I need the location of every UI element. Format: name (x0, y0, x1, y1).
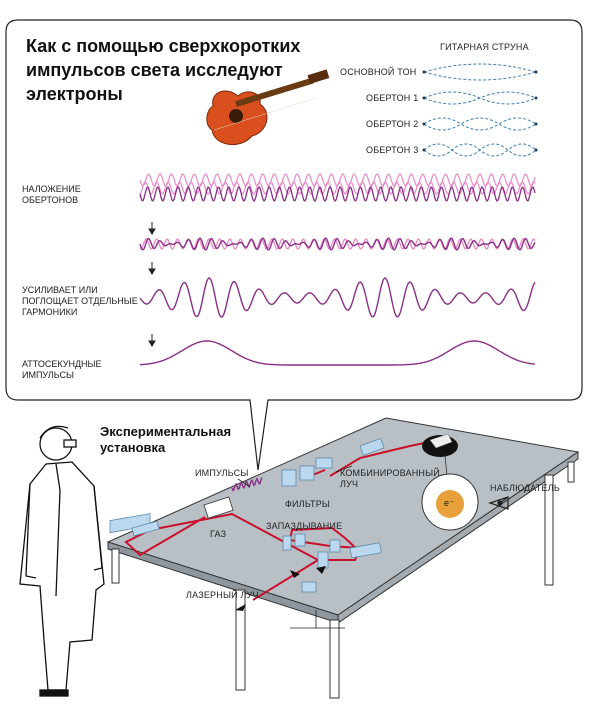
step-overlap-label: НАЛОЖЕНИЕ ОБЕРТОНОВ (22, 184, 81, 205)
lab-table (106, 417, 580, 699)
gas-label: ГАЗ (210, 529, 227, 539)
string-header: ГИТАРНАЯ СТРУНА (440, 42, 529, 52)
string-modes (423, 63, 537, 157)
detector (421, 433, 479, 531)
laser-beam-label: ЛАЗЕРНЫЙ ЛУЧ (186, 590, 259, 600)
observer-label: НАБЛЮДАТЕЛЬ (490, 483, 560, 493)
page-title: Как с помощью сверхкоротких импульсов св… (26, 36, 301, 104)
overtone-wave-purple (139, 185, 536, 203)
gas-cell (203, 496, 234, 519)
eye-icon (488, 496, 509, 510)
optical-components (109, 437, 385, 593)
guitar-illustration (206, 69, 330, 145)
sum-wave (139, 237, 536, 251)
step-pulses-label: АТТОСЕКУНДНЫЕ ИМПУЛЬСЫ (22, 359, 102, 380)
sum-wave-pink (139, 238, 536, 250)
attosecond-pulse-wave (140, 340, 536, 366)
mode-label-2: ОБЕРТОН 2 (366, 119, 419, 129)
mode-label-0: ОСНОВНОЙ ТОН (340, 67, 417, 77)
impulses-label: ИМПУЛЬСЫ (195, 468, 249, 478)
setup-title: Экспериментальная установка (100, 424, 232, 455)
string-endpoints (422, 70, 538, 152)
filtered-wave (139, 277, 536, 318)
step-amplify-label: УСИЛИВАЕТ ИЛИ ПОГЛОЩАЕТ ОТДЕЛЬНЫЕ ГАРМОН… (22, 285, 138, 317)
beam-direction-arrows (235, 566, 326, 611)
leader-lines (237, 465, 353, 629)
combined-beam-label: КОМБИНИРОВАННЫЙ ЛУЧ (340, 468, 440, 489)
mode-label-1: ОБЕРТОН 1 (366, 93, 419, 103)
overtone-wave-pink-2 (139, 181, 536, 195)
scientist-figure (19, 425, 105, 697)
delay-label: ЗАПАЗДЫВАНИЕ (266, 521, 343, 531)
impulses-wave (231, 477, 263, 492)
filters-label: ФИЛЬТРЫ (285, 499, 331, 509)
mode-label-3: ОБЕРТОН 3 (366, 145, 419, 155)
electron-label: e⁻ (444, 498, 455, 508)
step-arrows (148, 222, 156, 347)
